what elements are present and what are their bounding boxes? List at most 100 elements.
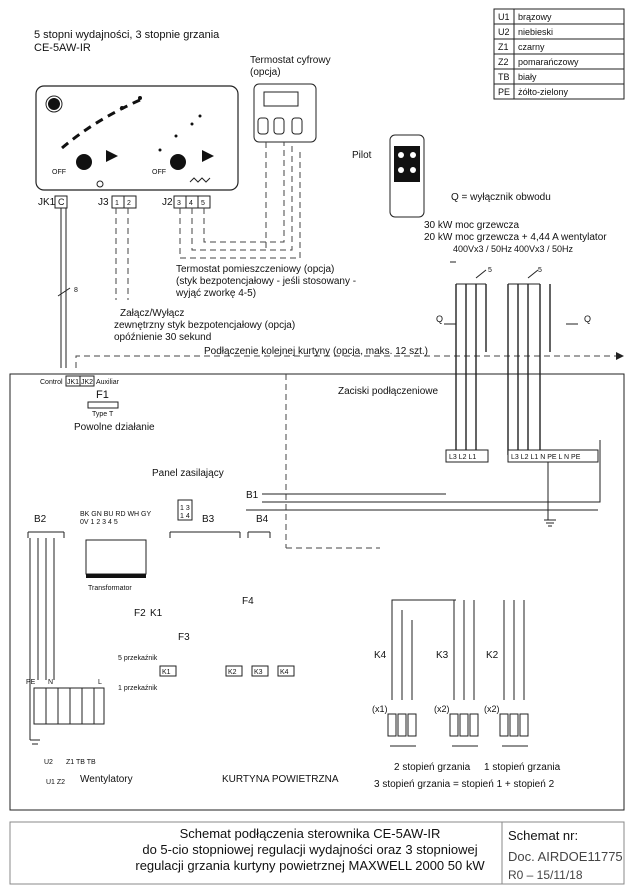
- svg-text:Q: Q: [584, 314, 591, 324]
- wire-count-5a: 5: [488, 267, 492, 274]
- breaker-label: Q = wyłącznik obwodu: [451, 192, 551, 203]
- svg-text:L3 L2 L1: L3 L2 L1: [449, 454, 476, 461]
- fans-label: Wentylatory: [80, 774, 133, 785]
- thermostat-title: Termostat cyfrowy: [250, 55, 331, 66]
- fuse-type: Type T: [92, 411, 114, 418]
- wire-count-8: 8: [74, 287, 78, 294]
- title-line2: do 5-cio stopniowej regulacji wydajności…: [142, 842, 478, 857]
- svg-text:N: N: [48, 679, 53, 686]
- header-line2: CE-5AW-IR: [34, 42, 91, 54]
- svg-text:1: 1: [115, 200, 119, 207]
- legend-code-3: Z1: [498, 42, 509, 52]
- off-label-2: OFF: [152, 169, 166, 176]
- legend-code-2: U2: [498, 27, 510, 37]
- svg-text:Z1 TB TB: Z1 TB TB: [66, 759, 96, 766]
- supply-panel-label: Panel zasilający: [152, 468, 224, 479]
- control-label: Control: [40, 379, 63, 386]
- svg-text:L3 L2 L1 N PE L N PE: L3 L2 L1 N PE L N PE: [511, 454, 581, 461]
- off-label-1: OFF: [52, 169, 66, 176]
- svg-text:K3: K3: [254, 669, 263, 676]
- jk1-label: JK1: [38, 197, 56, 208]
- transformer: BK GN BU RD WH GY 0V 1 2 3 4 5 Transform…: [80, 511, 152, 592]
- legend-code-1: U1: [498, 12, 510, 22]
- slow-label: Powolne działanie: [74, 422, 155, 433]
- drawing-title: Schemat podłączenia sterownika CE-5AW-IR…: [120, 826, 500, 874]
- voltage-2: 400Vx3 / 50Hz: [514, 244, 574, 254]
- legend-label-6: żółto-zielony: [518, 87, 569, 97]
- auxiliar-label: Auxiliar: [96, 379, 120, 386]
- legend-label-2: niebieski: [518, 27, 553, 37]
- voltage-1: 400Vx3 / 50Hz: [453, 244, 513, 254]
- onoff-2: zewnętrzny styk bezpotencjałowy (opcja): [114, 320, 295, 331]
- title-line1: Schemat podłączenia sterownika CE-5AW-IR: [179, 826, 441, 841]
- power-line1: 30 kW moc grzewcza: [424, 220, 519, 231]
- svg-text:3: 3: [177, 200, 181, 207]
- svg-text:L: L: [98, 679, 102, 686]
- svg-text:1 4: 1 4: [180, 513, 190, 520]
- svg-text:PE: PE: [26, 679, 36, 686]
- legend-code-4: Z2: [498, 57, 509, 67]
- svg-text:1 3: 1 3: [180, 505, 190, 512]
- wire-count-5b: 5: [538, 267, 542, 274]
- svg-text:JK1: JK1: [67, 379, 79, 386]
- svg-text:B4: B4: [256, 514, 269, 525]
- svg-text:JK2: JK2: [81, 379, 93, 386]
- fan-terminal: PE N L U2 Z1 TB TB U1 Z2: [26, 679, 105, 786]
- svg-text:F4: F4: [242, 596, 254, 607]
- x2b-label: (x2): [484, 704, 500, 714]
- doc-number: Doc. AIRDOE11775: [508, 849, 623, 864]
- terminal-block: L3 L2 L1 L3 L2 L1 N PE L N PE: [445, 449, 599, 527]
- controller-panel: OFF OFF: [35, 85, 239, 191]
- digital-thermostat: [253, 83, 317, 143]
- svg-text:Q: Q: [436, 314, 443, 324]
- title-line3: regulacji grzania kurtyny powietrznej MA…: [135, 858, 485, 873]
- legend-label-1: brązowy: [518, 12, 552, 22]
- terminals-label: Zaciski podłączeniowe: [338, 386, 438, 397]
- fuse-label: F1: [96, 389, 109, 401]
- onoff-1: Załącz/Wyłącz: [120, 308, 184, 319]
- x2a-label: (x2): [434, 704, 450, 714]
- transformer-label: Transformator: [88, 585, 132, 592]
- j2-label: J2: [162, 197, 173, 208]
- relay1-label: 1 przekaźnik: [118, 685, 158, 692]
- remote-control: [389, 134, 425, 218]
- circuit-breakers: 5 5 Q Q: [436, 261, 591, 455]
- svg-text:2: 2: [127, 200, 131, 207]
- svg-text:U1 Z2: U1 Z2: [46, 779, 65, 786]
- header-line1: 5 stopni wydajności, 3 stopnie grzania: [34, 29, 220, 41]
- svg-text:B3: B3: [202, 514, 215, 525]
- svg-text:BK GN BU RD WH GY: BK GN BU RD WH GY: [80, 511, 152, 518]
- room-thermo-1: Termostat pomieszczeniowy (opcja): [176, 264, 334, 275]
- thermostat-opt: (opcja): [250, 67, 281, 78]
- svg-text:K1: K1: [150, 608, 163, 619]
- legend-label-3: czarny: [518, 42, 545, 52]
- svg-text:4: 4: [189, 200, 193, 207]
- stage1-label: 1 stopień grzania: [484, 762, 561, 773]
- svg-text:K2: K2: [228, 669, 237, 676]
- room-thermo-2: (styk bezpotencjałowy - jeśli stosowany …: [176, 276, 356, 287]
- svg-text:K2: K2: [486, 650, 499, 661]
- revision: R0 – 15/11/18: [508, 868, 583, 882]
- svg-text:K4: K4: [280, 669, 289, 676]
- x1-label: (x1): [372, 704, 388, 714]
- color-legend: U1 brązowy U2 niebieski Z1 czarny Z2 pom…: [493, 8, 625, 100]
- stage3-label: 3 stopień grzania = stopień 1 + stopień …: [374, 779, 555, 790]
- legend-code-6: PE: [498, 87, 510, 97]
- room-thermo-3: wyjąć zworkę 4-5): [175, 288, 256, 299]
- svg-text:K3: K3: [436, 650, 449, 661]
- relay5-label: 5 przekaźnik: [118, 655, 158, 662]
- next-curtain-label: Podłączenie kolejnej kurtyny (opcja, mak…: [204, 346, 428, 357]
- svg-text:5: 5: [201, 200, 205, 207]
- svg-text:F2: F2: [134, 608, 146, 619]
- svg-text:F3: F3: [178, 632, 190, 643]
- scheme-label: Schemat nr:: [508, 828, 579, 843]
- legend-label-4: pomarańczowy: [518, 57, 579, 67]
- onoff-3: opóźnienie 30 sekund: [114, 332, 211, 343]
- c-label: C: [58, 197, 65, 207]
- svg-text:B1: B1: [246, 490, 259, 501]
- j3-label: J3: [98, 197, 109, 208]
- svg-text:K4: K4: [374, 650, 387, 661]
- svg-text:B2: B2: [34, 514, 47, 525]
- curtain-label: KURTYNA POWIETRZNA: [222, 774, 339, 785]
